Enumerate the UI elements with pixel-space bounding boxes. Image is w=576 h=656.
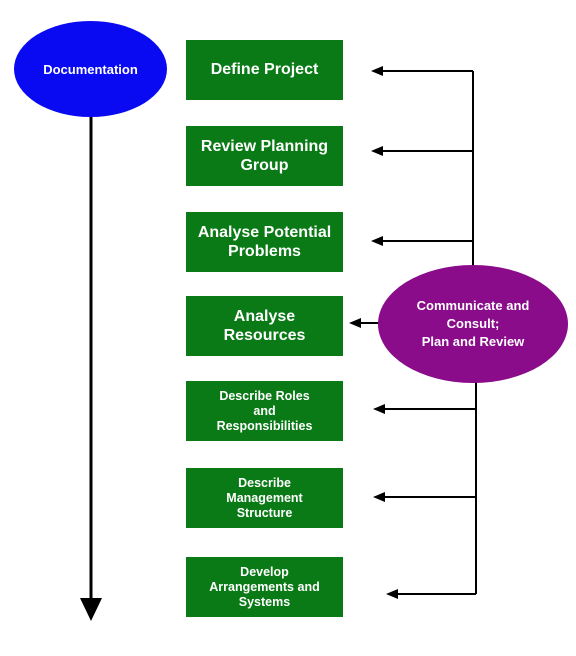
step-describe-management-structure: Describe Management Structure: [186, 468, 343, 528]
step-label-line: Arrangements and: [209, 579, 320, 594]
step-label-line: Analyse Potential: [197, 223, 332, 241]
step-label-line: Structure: [236, 505, 293, 520]
step-define-project: Define Project: [186, 40, 343, 100]
communicate-consult-oval: Communicate and Consult; Plan and Review: [378, 265, 568, 383]
arrow-analyse-resources-head: [349, 318, 361, 328]
arrow-analyse-problems-head: [371, 236, 383, 246]
step-label-line: Systems: [238, 594, 291, 609]
step-develop-arrangements: Develop Arrangements and Systems: [186, 557, 343, 617]
step-label-line: Define Project: [210, 61, 319, 79]
documentation-oval: Documentation: [14, 21, 167, 117]
step-label-line: Describe Roles: [219, 388, 310, 403]
communicate-line-1: Communicate and: [416, 297, 530, 313]
step-analyse-resources: Analyse Resources: [186, 296, 343, 356]
arrow-define-project-head: [371, 66, 383, 76]
step-review-planning-group: Review Planning Group: [186, 126, 343, 186]
arrow-develop-arrangements-head: [386, 589, 398, 599]
step-label-line: and: [253, 403, 276, 418]
step-label-line: Describe: [238, 475, 291, 490]
step-label-line: Problems: [228, 243, 301, 260]
step-label-line: Responsibilities: [216, 418, 313, 433]
step-label-line: Management: [226, 490, 303, 505]
step-label-line: Develop: [240, 564, 289, 579]
arrow-review-planning-head: [371, 146, 383, 156]
arrow-management-structure-head: [373, 492, 385, 502]
step-label-line: Analyse: [233, 307, 296, 325]
communicate-line-3: Plan and Review: [421, 334, 525, 350]
step-label-line: Review Planning: [200, 137, 329, 155]
step-analyse-potential-problems: Analyse Potential Problems: [186, 212, 343, 272]
documentation-label: Documentation: [43, 61, 138, 77]
arrow-describe-roles-head: [373, 404, 385, 414]
documentation-arrow-head: [80, 598, 102, 621]
step-label-line: Group: [240, 157, 289, 174]
step-describe-roles: Describe Roles and Responsibilities: [186, 381, 343, 441]
step-label-line: Resources: [223, 327, 306, 344]
communicate-line-2: Consult;: [446, 315, 500, 331]
